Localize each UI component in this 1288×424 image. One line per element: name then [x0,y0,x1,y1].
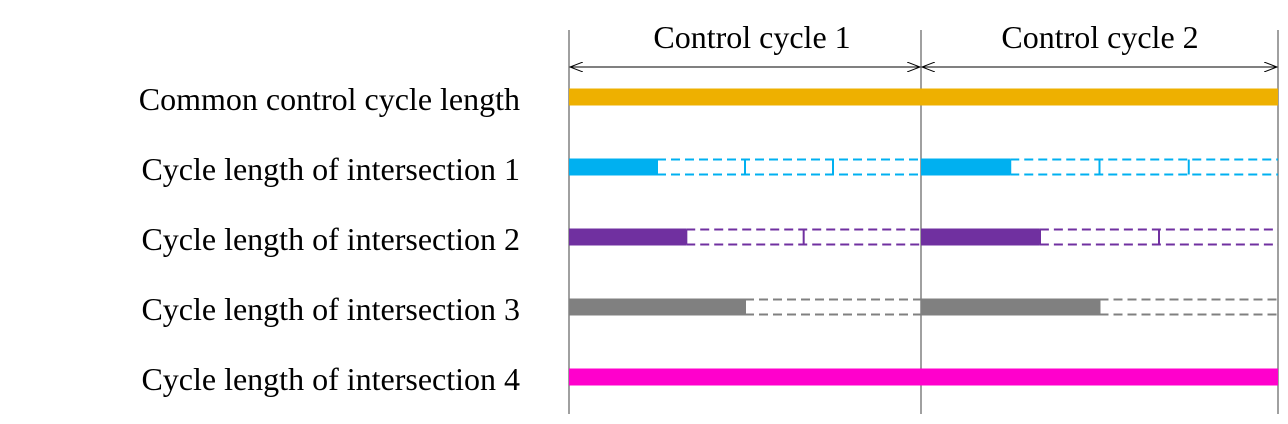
row-label-intersection-2: Cycle length of intersection 2 [141,221,520,257]
cycle-bar-solid [921,298,1100,316]
cycle-bar-solid [569,228,687,246]
cycle-bar-solid [569,298,745,316]
row-label-intersection-4: Cycle length of intersection 4 [141,361,520,397]
cycle-bar-solid [569,88,921,106]
cycle-bar-solid [921,368,1278,386]
cycle-bar-solid [921,158,1011,176]
cycle-bar-solid [921,88,1278,106]
row-label-intersection-3: Cycle length of intersection 3 [141,291,520,327]
control-cycle-2-label: Control cycle 2 [1001,19,1198,55]
cycle-bars [569,88,1278,386]
cycle-bar-solid [569,368,921,386]
cycle-bar-solid [921,228,1040,246]
cycle-bar-solid [569,158,657,176]
control-cycle-1-label: Control cycle 1 [653,19,850,55]
row-label-intersection-1: Cycle length of intersection 1 [141,151,520,187]
row-label-common: Common control cycle length [139,81,520,117]
